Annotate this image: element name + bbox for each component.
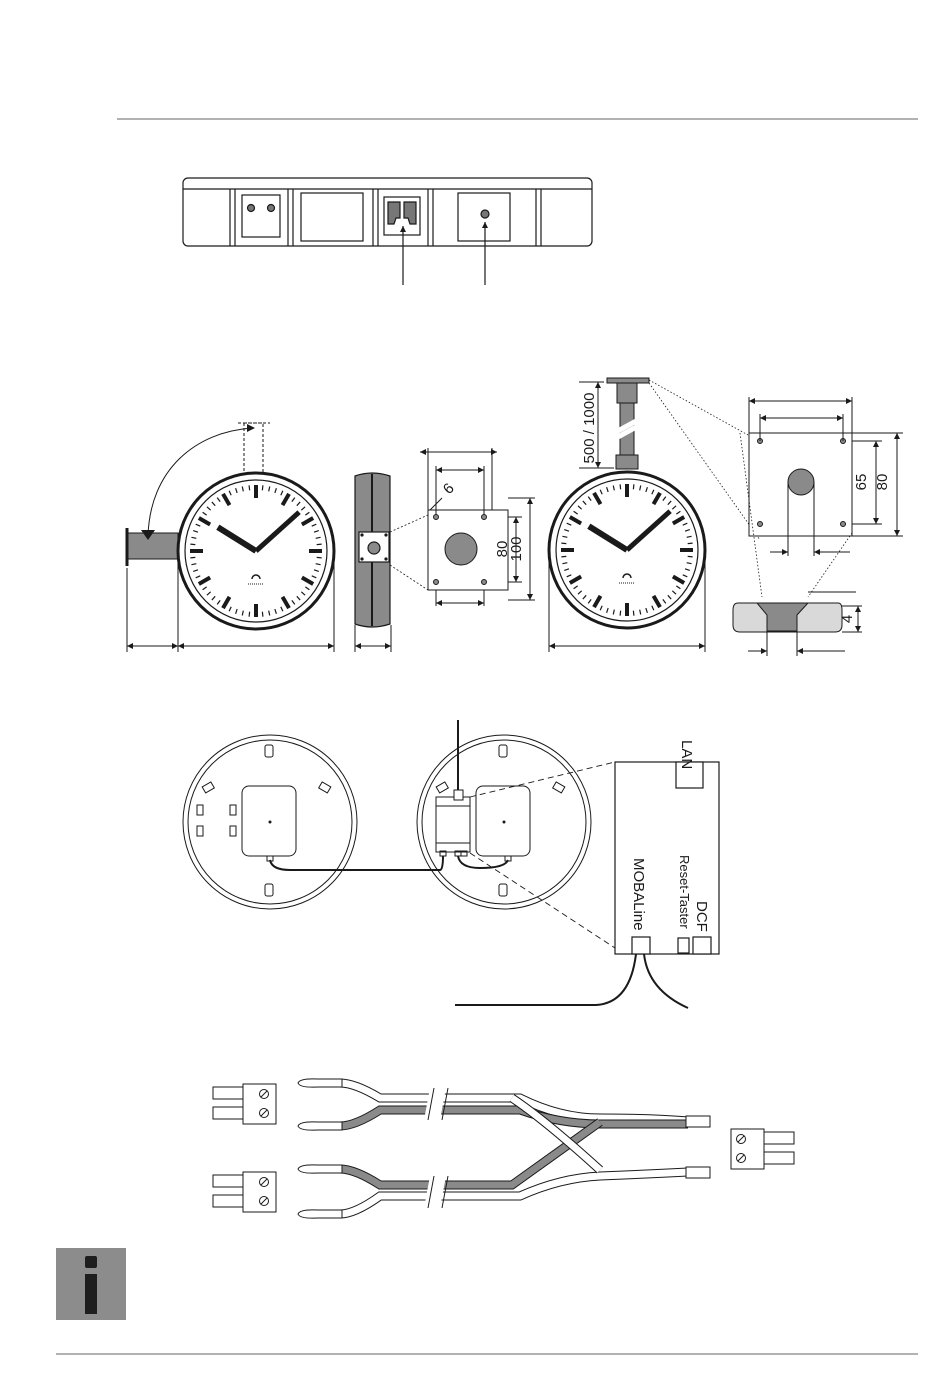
info-icon-dot xyxy=(85,1256,97,1268)
minute-marker xyxy=(620,611,621,616)
minute-marker xyxy=(620,484,621,489)
ceiling-plate xyxy=(733,397,903,656)
dcf-label: DCF xyxy=(693,901,710,932)
clock-back-view-right xyxy=(417,720,591,909)
minute-marker xyxy=(561,556,566,557)
minute-marker xyxy=(633,484,634,489)
minute-marker xyxy=(317,544,322,545)
minute-marker xyxy=(688,556,693,557)
dim-plate-height-outer: 100 xyxy=(508,536,525,561)
clock-back-view-left xyxy=(183,735,357,909)
minute-marker xyxy=(317,557,322,558)
clock-side-view xyxy=(355,473,428,627)
dim-pole-length: 500 / 1000 xyxy=(581,393,598,464)
minute-marker xyxy=(688,543,693,544)
cable-harness xyxy=(298,1079,710,1218)
module-callout-lines xyxy=(470,762,615,948)
housing-bottom-view xyxy=(183,178,592,285)
lan-label: LAN xyxy=(678,740,695,769)
terminal-connector-2 xyxy=(213,1172,276,1212)
minute-marker xyxy=(190,557,195,558)
minute-marker xyxy=(561,543,566,544)
minute-marker xyxy=(262,612,263,617)
minute-marker xyxy=(190,544,195,545)
minute-marker xyxy=(262,485,263,490)
mount-plate xyxy=(420,448,535,606)
dim-ceiling-inner: 65 xyxy=(853,474,870,491)
minute-marker xyxy=(249,485,250,490)
dim-hole-diameter: 6 xyxy=(440,480,458,498)
minute-marker xyxy=(249,612,250,617)
mobaline-label: MOBALine xyxy=(630,858,647,931)
terminal-connector-1 xyxy=(213,1084,276,1124)
reset-button-label: Reset-Taster xyxy=(677,855,692,929)
dim-ceiling-outer: 80 xyxy=(874,474,891,491)
wiring-cables xyxy=(270,856,508,870)
info-icon-stem xyxy=(85,1274,97,1314)
terminal-connector-3 xyxy=(731,1129,794,1169)
minute-marker xyxy=(633,611,634,616)
info-icon xyxy=(56,1248,126,1320)
dim-ceiling-depth: 4 xyxy=(839,615,856,623)
